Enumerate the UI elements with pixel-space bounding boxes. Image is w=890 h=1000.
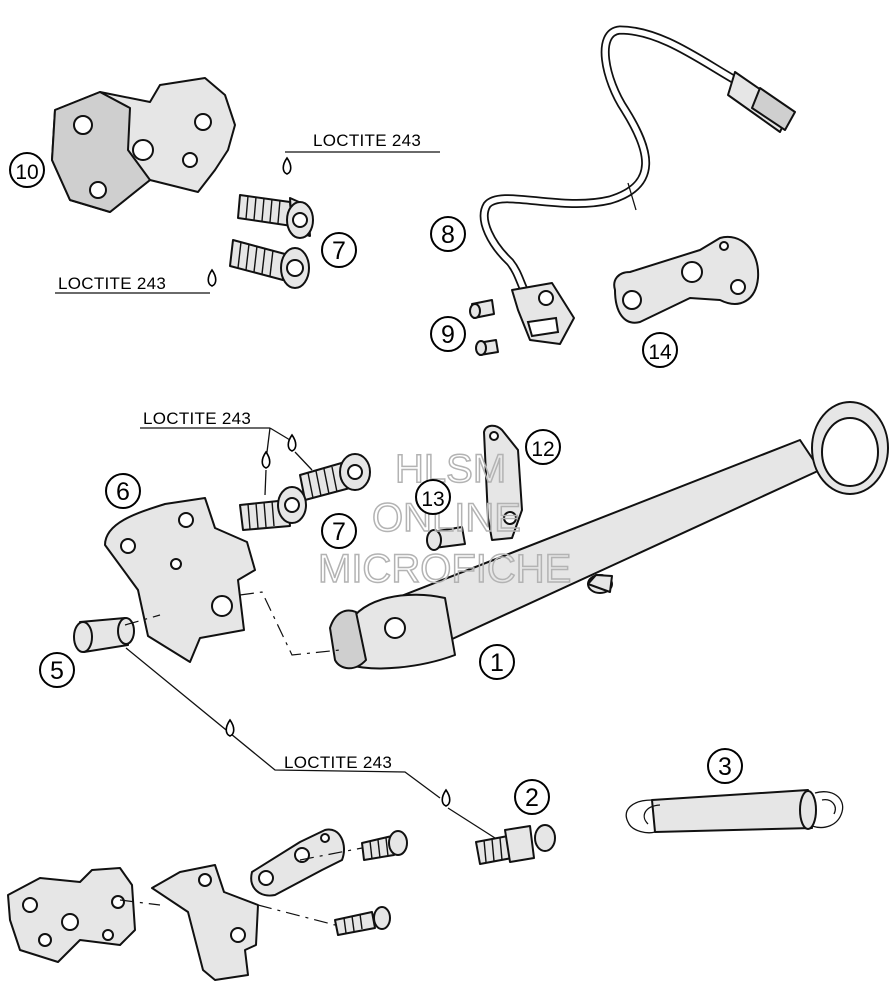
callout-12[interactable]: 12 [525,429,561,465]
callout-12-number: 12 [531,438,554,461]
part-7-bolts-upper[interactable] [229,194,314,289]
callout-10-number: 10 [15,161,38,184]
callout-14-number: 14 [648,341,672,364]
loctite-note-1: LOCTITE 243 [313,131,421,150]
callout-7-upper[interactable]: 7 [321,232,357,268]
callout-5-number: 5 [50,657,64,685]
part-1-side-stand[interactable] [329,401,889,670]
callout-2[interactable]: 2 [514,779,550,815]
callout-5[interactable]: 5 [39,652,75,688]
callout-2-number: 2 [525,784,539,812]
callout-8[interactable]: 8 [430,216,466,252]
callout-13[interactable]: 13 [415,479,451,515]
callout-7-upper-number: 7 [332,237,346,265]
callout-13-number: 13 [421,488,444,511]
part-12-bracket[interactable] [483,424,523,541]
part-7-bolts-lower[interactable] [239,453,371,531]
callout-8-number: 8 [441,221,455,249]
callout-6[interactable]: 6 [105,473,141,509]
part-10-bracket[interactable] [51,77,236,213]
callout-3[interactable]: 3 [707,748,743,784]
callout-7-lower[interactable]: 7 [321,513,357,549]
watermark-line-3: MICROFICHE [318,547,571,591]
watermark-line-1: HLSM [395,447,506,491]
loctite-drops [207,156,451,807]
part-9-screws[interactable] [469,299,499,356]
callout-9-number: 9 [441,321,455,349]
loctite-note-3: LOCTITE 243 [143,409,251,428]
callout-1[interactable]: 1 [479,644,515,680]
loctite-note-4: LOCTITE 243 [284,753,392,772]
callout-6-number: 6 [116,478,130,506]
callout-10[interactable]: 10 [9,152,45,188]
part-3-spring[interactable] [625,789,844,834]
callout-7-lower-number: 7 [332,518,346,546]
assembly-overview [7,828,408,981]
callout-3-number: 3 [718,753,732,781]
part-5-bushing[interactable] [73,617,135,653]
part-13-screw[interactable] [426,526,466,551]
loctite-note-2: LOCTITE 243 [58,274,166,293]
callout-9[interactable]: 9 [430,316,466,352]
part-6-stand-bracket[interactable] [104,497,256,663]
part-2-pivot-bolt[interactable] [475,824,556,865]
part-14-plate[interactable] [613,235,760,324]
part-8-harness[interactable] [479,25,796,345]
callout-14[interactable]: 14 [642,332,678,368]
callout-1-number: 1 [490,649,504,677]
